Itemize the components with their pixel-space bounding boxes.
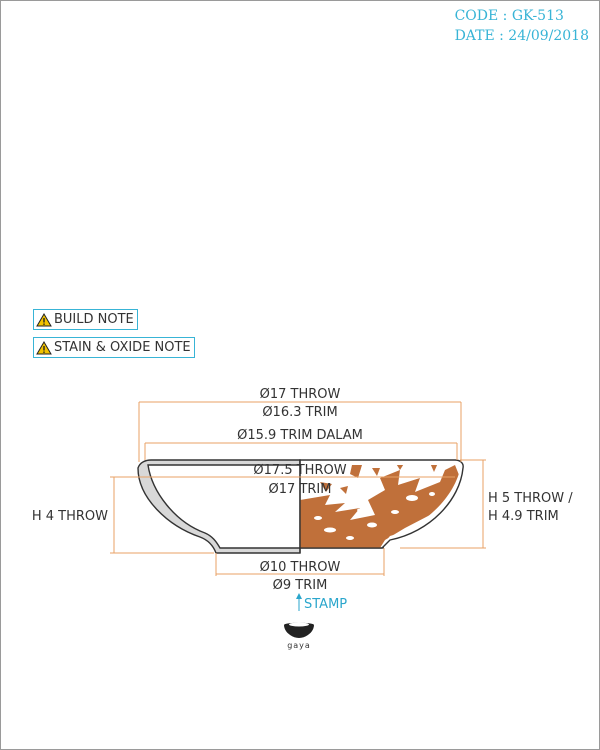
height-throw-right-label: H 5 THROW /: [488, 491, 573, 506]
product-code: CODE : GK-513: [454, 8, 564, 24]
gaya-logo: gaya: [284, 622, 314, 650]
diameter-trim-dalam-label: Ø15.9 TRIM DALAM: [237, 428, 363, 443]
bowl-right-exterior: [299, 459, 464, 553]
stain-oxide-note-label: STAIN & OXIDE NOTE: [54, 340, 191, 355]
build-note-label: BUILD NOTE: [54, 312, 134, 327]
bowl-left-section: [137, 459, 301, 554]
arrow-up-icon: [296, 593, 302, 599]
foot-diameter-trim-label: Ø9 TRIM: [273, 578, 328, 593]
stain-oxide-note-link[interactable]: STAIN & OXIDE NOTE: [33, 337, 195, 358]
diameter-trim-label: Ø16.3 TRIM: [262, 405, 337, 420]
stamp-label: STAMP: [304, 597, 347, 612]
drawing-date: DATE : 24/09/2018: [454, 28, 589, 44]
height-throw-label: H 4 THROW: [32, 509, 108, 524]
build-note-link[interactable]: BUILD NOTE: [33, 309, 138, 330]
title-block: CODE : GK-513 DATE : 24/09/2018: [455, 6, 589, 46]
warning-icon: [36, 340, 52, 354]
diameter-throw-label: Ø17 THROW: [260, 387, 341, 402]
foot-diameter-throw-label: Ø10 THROW: [260, 560, 341, 575]
logo-text: gaya: [287, 641, 311, 650]
inner-diameter-throw-label: Ø17.5 THROW: [253, 463, 346, 478]
height-trim-right-label: H 4.9 TRIM: [488, 509, 559, 524]
dimension-lines: [110, 401, 486, 576]
inner-diameter-trim-label: Ø17 TRIM: [269, 482, 332, 497]
warning-icon: [36, 312, 52, 326]
stamp-marker: STAMP: [296, 593, 347, 612]
